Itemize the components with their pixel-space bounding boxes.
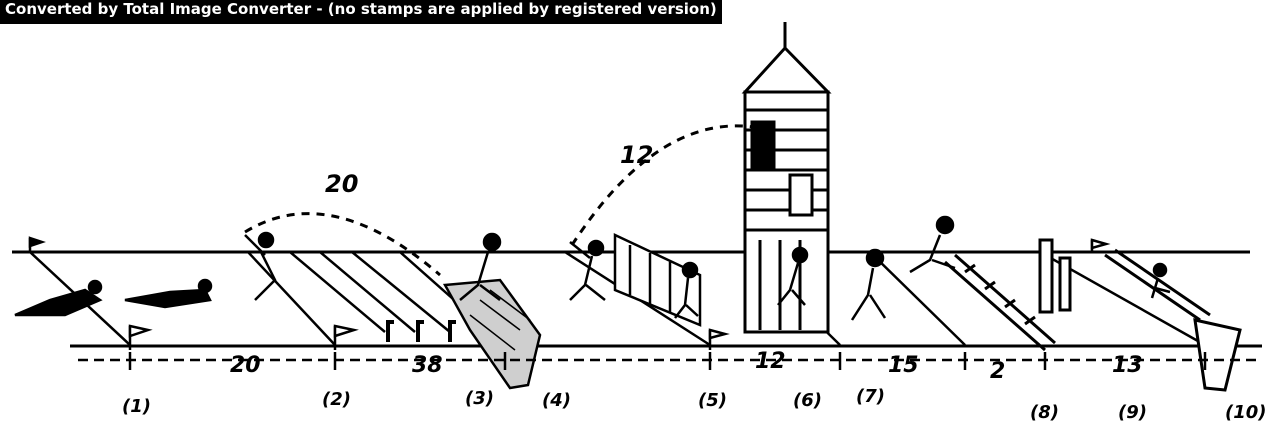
fence-obstacle bbox=[613, 233, 702, 327]
flag-icon bbox=[333, 324, 359, 350]
flag-icon bbox=[28, 236, 46, 252]
distance-label: 13 bbox=[1112, 353, 1143, 378]
jumping-figure bbox=[459, 232, 502, 301]
tower-obstacle bbox=[741, 22, 832, 334]
station-number: (10) bbox=[1225, 402, 1267, 423]
station-number: (9) bbox=[1118, 402, 1147, 423]
athlete-figures bbox=[14, 215, 1171, 321]
climbing-figure bbox=[777, 246, 809, 306]
station-number: (6) bbox=[793, 390, 822, 411]
trajectory-arcs bbox=[244, 124, 761, 277]
throw-distance-label: 12 bbox=[620, 141, 653, 169]
station-number: (7) bbox=[856, 386, 885, 407]
beam-obstacle bbox=[1104, 248, 1211, 322]
crawling-figure bbox=[14, 279, 103, 317]
climbing-figure bbox=[674, 261, 699, 319]
distance-label: 15 bbox=[888, 353, 919, 378]
trench-obstacle bbox=[442, 278, 542, 390]
station-number: (3) bbox=[465, 388, 494, 409]
ladder-obstacle bbox=[944, 253, 1056, 352]
flag-icon bbox=[1090, 238, 1111, 252]
station-number: (2) bbox=[322, 389, 351, 410]
throw-arc bbox=[570, 124, 761, 246]
throwing-figure bbox=[244, 231, 277, 301]
flag-icon bbox=[128, 324, 153, 350]
station-number: (4) bbox=[542, 390, 571, 411]
crawling-figure bbox=[124, 278, 213, 309]
distance-label: 2 bbox=[990, 359, 1005, 384]
converter-watermark: Converted by Total Image Converter - (no… bbox=[0, 0, 722, 24]
throwing-figure bbox=[569, 239, 606, 301]
station-number: (8) bbox=[1030, 402, 1059, 423]
running-figure bbox=[850, 248, 887, 321]
jump-arc bbox=[244, 212, 441, 277]
balancing-figure bbox=[1150, 262, 1171, 299]
distance-label: 38 bbox=[412, 353, 443, 378]
distance-axis bbox=[78, 352, 1260, 370]
final-pit bbox=[1193, 318, 1242, 392]
station-number: (1) bbox=[122, 396, 151, 417]
marker-flags bbox=[28, 236, 1111, 350]
station-number: (5) bbox=[698, 390, 727, 411]
distance-label: 12 bbox=[755, 349, 786, 374]
flag-icon bbox=[708, 328, 730, 350]
distance-label: 20 bbox=[230, 353, 261, 378]
running-figure bbox=[909, 215, 956, 274]
hurdles bbox=[386, 320, 456, 342]
jump-distance-label: 20 bbox=[325, 170, 358, 198]
post-obstacle bbox=[1038, 238, 1072, 314]
